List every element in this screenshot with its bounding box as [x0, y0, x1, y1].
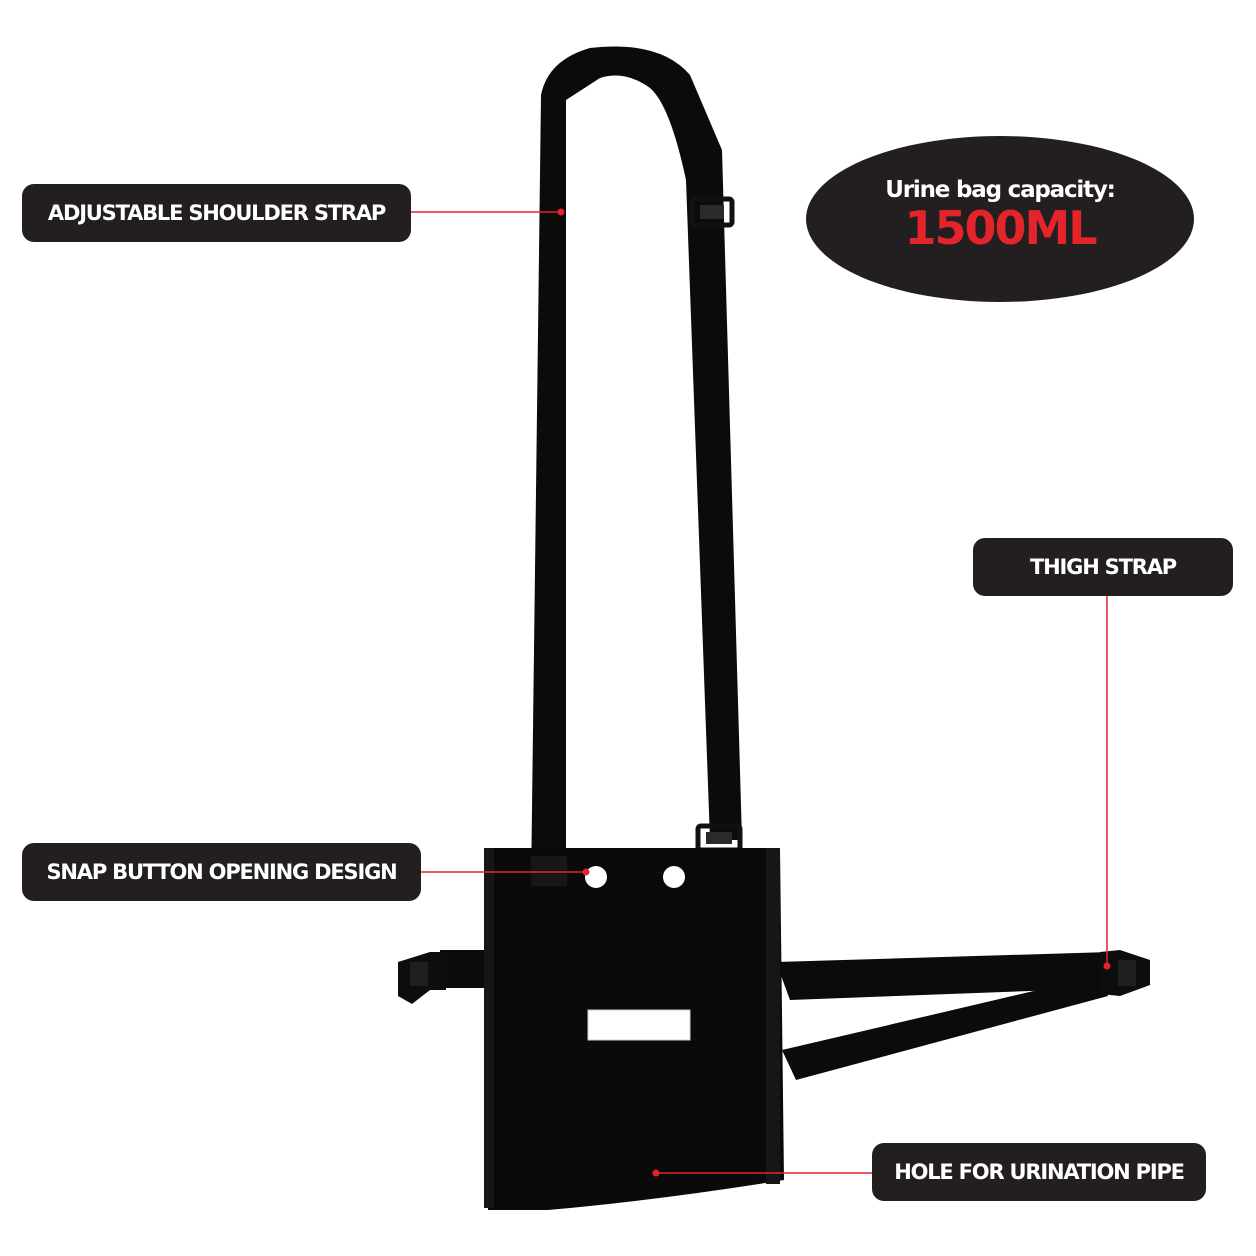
snap-button-left [585, 866, 607, 888]
capacity-value: 1500ML [904, 201, 1097, 255]
snap-button-right [663, 866, 685, 888]
callout-leader-lines [411, 211, 1108, 1174]
thigh-strap-left [440, 950, 486, 988]
bag-left-seam [484, 848, 494, 1208]
callout-leader-dots [557, 208, 1111, 1177]
bag-window [588, 1010, 690, 1040]
capacity-title: Urine bag capacity: [885, 177, 1116, 203]
thigh-strap-label: THIGH STRAP [973, 538, 1233, 596]
bag-right-seam [766, 848, 780, 1184]
capacity-badge: Urine bag capacity: 1500ML [806, 136, 1194, 302]
strap-adjuster-buckle-upper [689, 196, 735, 228]
thigh-strap-lower-tail [782, 975, 1108, 1080]
strap-loop [531, 856, 567, 886]
shoulder-strap-right [566, 46, 742, 841]
snap-button-label: SNAP BUTTON OPENING DESIGN [22, 843, 421, 901]
shoulder-strap-left [531, 48, 618, 888]
shoulder-strap-label: ADJUSTABLE SHOULDER STRAP [22, 184, 411, 242]
thigh-strap-buckle-left [398, 952, 446, 1004]
urination-hole-label: HOLE FOR URINATION PIPE [872, 1143, 1206, 1201]
thigh-strap-buckle-right [1100, 950, 1150, 996]
thigh-strap-right [776, 952, 1110, 1000]
